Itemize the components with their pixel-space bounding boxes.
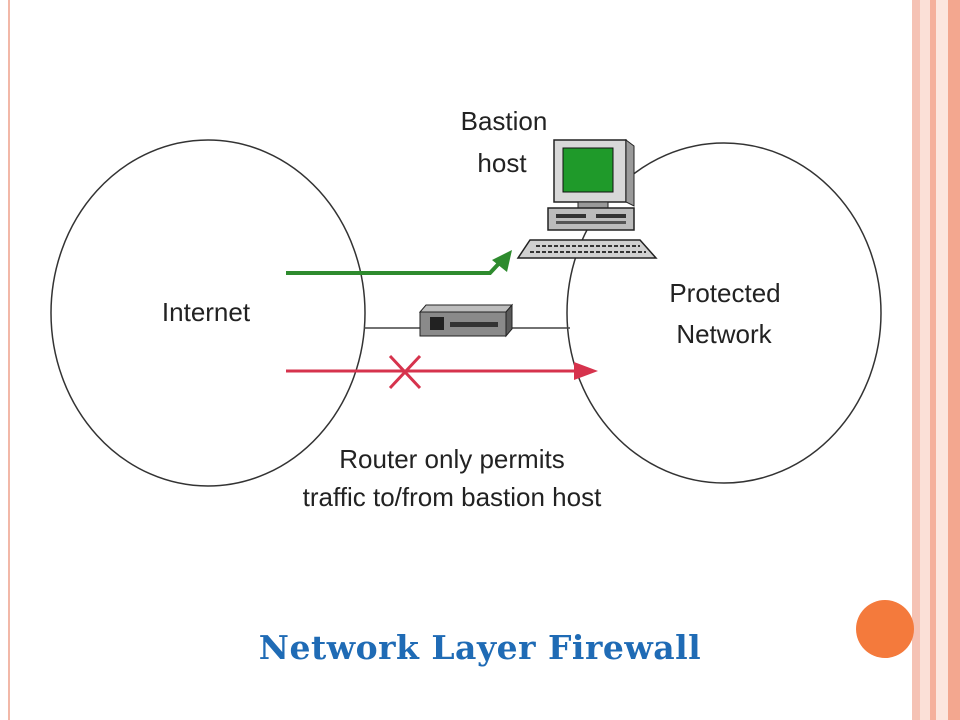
accent-dot — [856, 600, 914, 658]
internet-label: Internet — [162, 297, 251, 327]
computer-icon — [516, 139, 658, 259]
protected-network-label-line2: Network — [676, 319, 772, 349]
slide-frame-left — [8, 0, 10, 720]
protected-network-label-line1: Protected — [669, 278, 780, 308]
slide-frame-right — [912, 0, 960, 720]
caption-line2: traffic to/from bastion host — [303, 482, 602, 512]
protected-network-node: Protected Network — [566, 142, 882, 484]
x-icon — [388, 354, 422, 390]
slide-title: Network Layer Firewall — [258, 628, 702, 667]
internet-node: Internet — [50, 139, 366, 487]
bastion-host-label-line1: Bastion — [461, 106, 548, 136]
router-icon — [418, 303, 514, 338]
blocked-flow-arrow — [286, 362, 598, 380]
caption-line1: Router only permits — [339, 444, 564, 474]
permitted-flow-arrow — [286, 250, 512, 275]
firewall-diagram: Internet Protected Network Bastion host — [50, 106, 882, 512]
bastion-host-label-line2: host — [477, 148, 527, 178]
